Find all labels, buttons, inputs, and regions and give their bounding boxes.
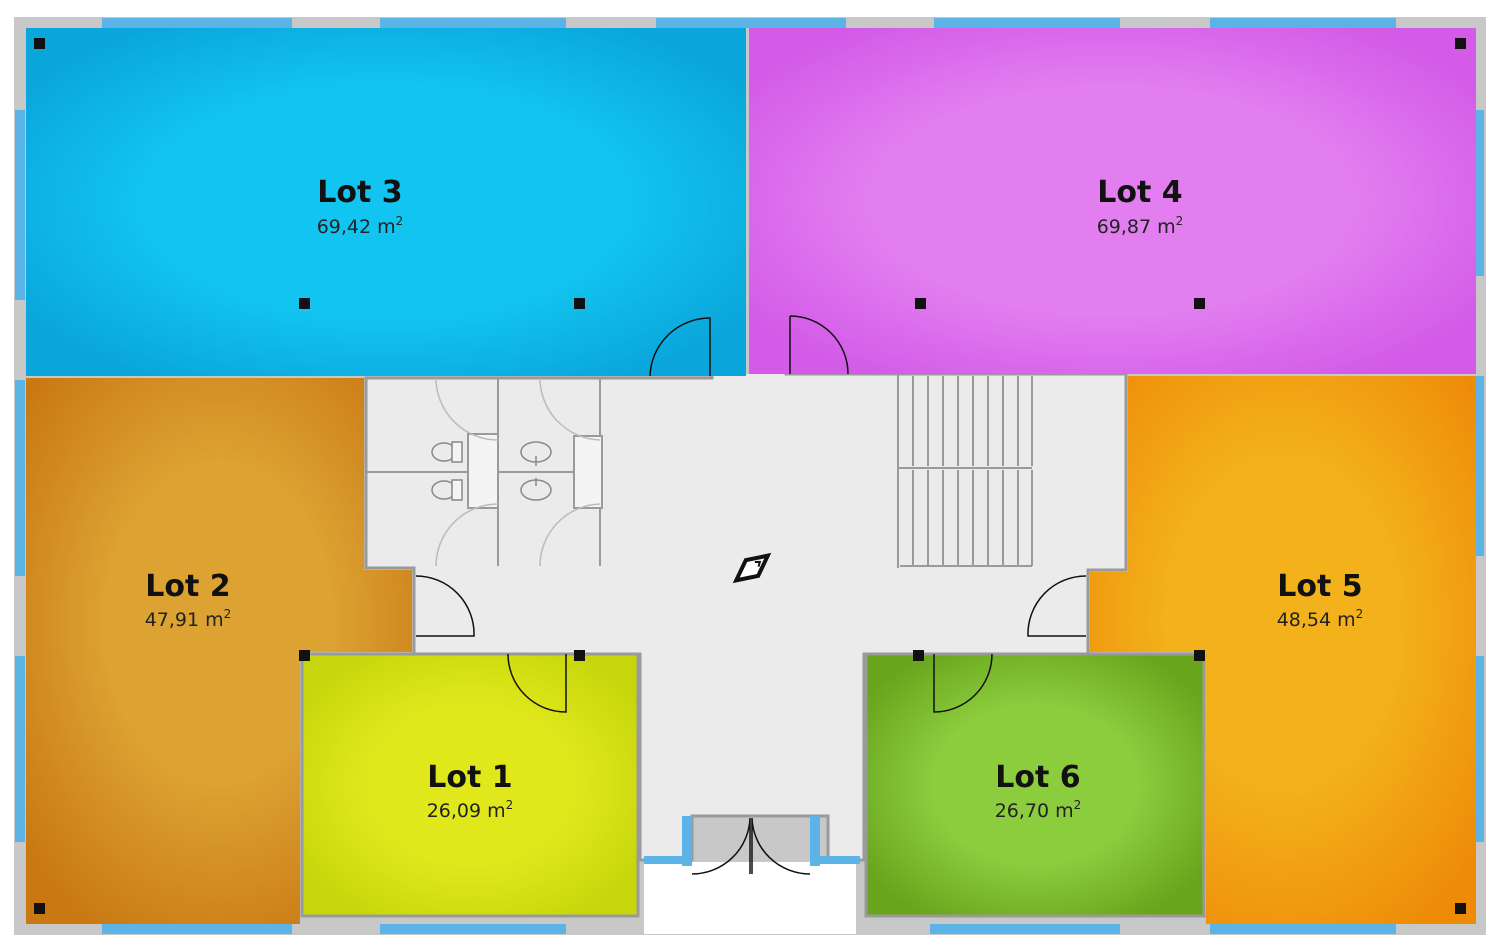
lot-area: 69,87 m2 xyxy=(1097,214,1184,238)
doors xyxy=(415,315,1087,875)
door-lot-6 xyxy=(933,653,993,713)
lot-name: Lot 1 xyxy=(427,760,512,795)
lot-area: 26,09 m2 xyxy=(427,798,514,822)
lot-3[interactable]: Lot 3 69,42 m2 xyxy=(26,28,746,376)
door-lot-5 xyxy=(1027,575,1087,637)
lot-5[interactable]: Lot 5 48,54 m2 xyxy=(1090,376,1476,924)
lot-6[interactable]: Lot 6 26,70 m2 xyxy=(864,652,1206,918)
toilet-icon xyxy=(431,441,463,501)
lot-name: Lot 4 xyxy=(1097,175,1182,210)
pillars xyxy=(34,38,1466,914)
lot-area: 47,91 m2 xyxy=(145,607,232,631)
lot-name: Lot 3 xyxy=(317,175,402,210)
sink-icon xyxy=(520,441,552,501)
lot-2[interactable]: Lot 2 47,91 m2 xyxy=(26,378,412,924)
lot-area: 48,54 m2 xyxy=(1277,607,1364,631)
entrance-door xyxy=(691,817,811,875)
lot-name: Lot 6 xyxy=(995,760,1080,795)
restroom-block xyxy=(366,377,603,567)
door-lot-3 xyxy=(649,317,711,377)
lot-area: 69,42 m2 xyxy=(317,214,404,238)
staircase xyxy=(897,374,1033,568)
door-lot-1 xyxy=(507,653,567,713)
lot-name: Lot 5 xyxy=(1277,569,1362,604)
lot-4[interactable]: Lot 4 69,87 m2 xyxy=(746,28,1476,374)
lot-area: 26,70 m2 xyxy=(995,798,1082,822)
door-lot-4 xyxy=(789,315,849,375)
lot-1[interactable]: Lot 1 26,09 m2 xyxy=(300,652,640,918)
entrance-frame xyxy=(644,816,860,866)
compass-icon xyxy=(732,552,772,584)
door-lot-2 xyxy=(415,575,475,637)
lot-name: Lot 2 xyxy=(145,569,230,604)
